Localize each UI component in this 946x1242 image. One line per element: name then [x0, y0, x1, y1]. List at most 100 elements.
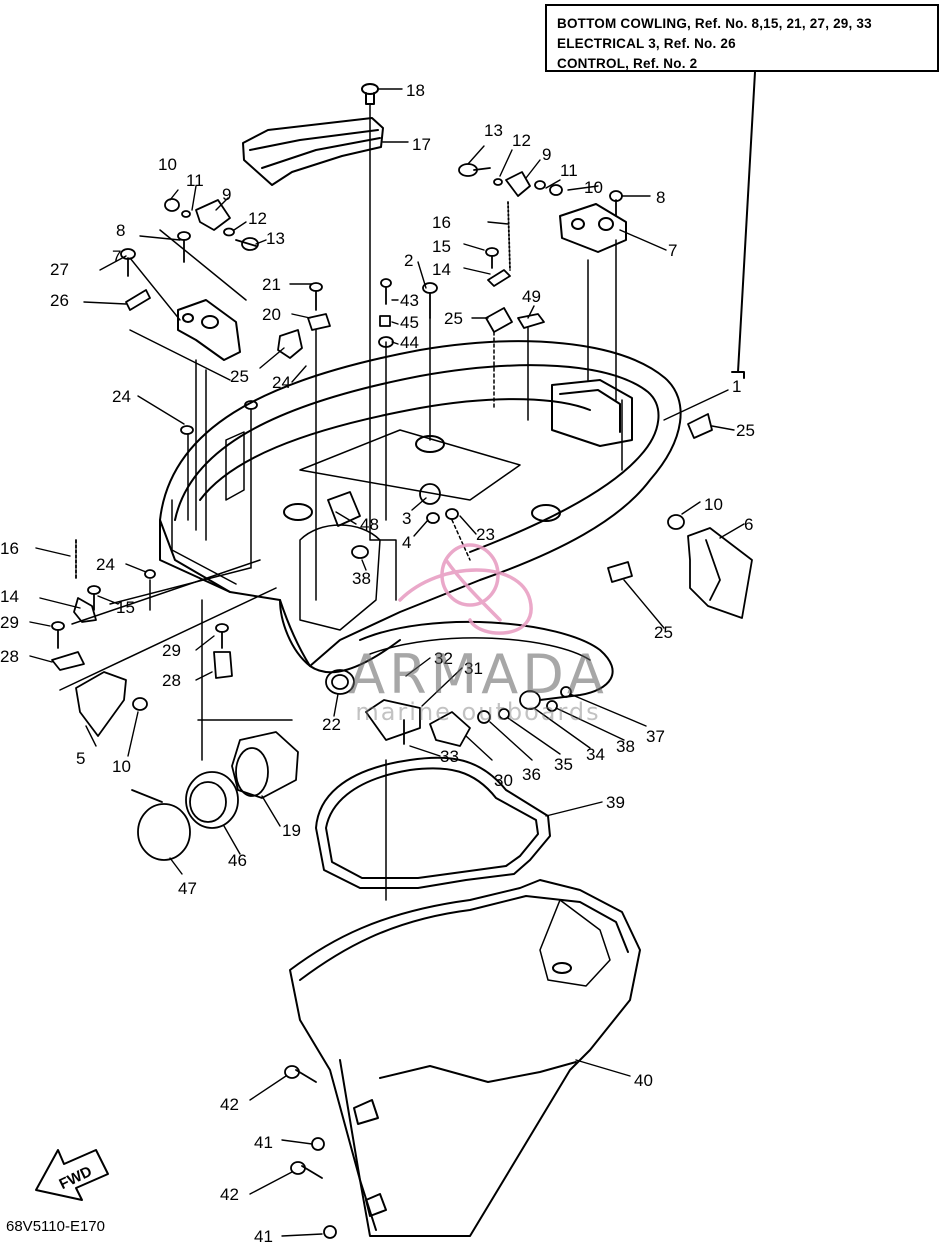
small-fasteners [120, 163, 623, 559]
callout-15: 15 [116, 598, 135, 617]
cover-fasteners [284, 1065, 337, 1239]
callout-13: 13 [266, 229, 285, 248]
reference-line-3: CONTROL, Ref. No. 2 [557, 56, 698, 71]
callout-7: 7 [112, 247, 121, 266]
callout-33: 33 [440, 747, 459, 766]
watermark-logo [398, 543, 533, 635]
callout-29: 29 [162, 641, 181, 660]
callout-23: 23 [476, 525, 495, 544]
lower-left-parts [131, 719, 299, 861]
callout-10: 10 [158, 155, 177, 174]
cowling-seal-39 [315, 756, 551, 889]
callout-22: 22 [322, 715, 341, 734]
callout-28: 28 [0, 647, 19, 666]
bottom-cowling-body [159, 340, 682, 674]
watermark-tagline: marine outboards [355, 698, 601, 726]
callout-41: 41 [254, 1133, 273, 1152]
callout-46: 46 [228, 851, 247, 870]
callout-42: 42 [220, 1185, 239, 1204]
hose-loop-inner [369, 637, 591, 661]
callout-8: 8 [116, 221, 125, 240]
callout-9: 9 [222, 185, 231, 204]
callout-41: 41 [254, 1227, 273, 1242]
callout-38: 38 [616, 737, 635, 756]
callout-24: 24 [272, 373, 291, 392]
callout-15: 15 [432, 237, 451, 256]
callout-5: 5 [76, 749, 85, 768]
fitting-parts [325, 669, 572, 747]
left-side-parts [51, 539, 277, 737]
callout-40: 40 [634, 1071, 653, 1090]
callout-leaders [29, 88, 745, 1237]
callout-14: 14 [0, 587, 19, 606]
callout-47: 47 [178, 879, 197, 898]
callout-21: 21 [262, 275, 281, 294]
fwd-arrow-icon [35, 1149, 109, 1201]
callout-18: 18 [406, 81, 425, 100]
callout-25: 25 [230, 367, 249, 386]
callout-6: 6 [744, 515, 753, 534]
hose-loop [359, 620, 614, 701]
top-seal-strip [242, 117, 384, 186]
callout-34: 34 [586, 745, 605, 764]
callout-32: 32 [434, 649, 453, 668]
callout-43: 43 [400, 291, 419, 310]
callout-3: 3 [402, 509, 411, 528]
watermark-brand: ARMADA [348, 643, 608, 706]
callout-16: 16 [0, 539, 19, 558]
reference-line-1: BOTTOM COWLING, Ref. No. 8,15, 21, 27, 2… [557, 16, 872, 31]
diagram-code: 68V5110-E170 [6, 1218, 105, 1235]
callout-2: 2 [404, 251, 413, 270]
callout-28: 28 [162, 671, 181, 690]
callout-24: 24 [112, 387, 131, 406]
callout-39: 39 [606, 793, 625, 812]
callout-11: 11 [560, 161, 578, 180]
callout-31: 31 [464, 659, 483, 678]
callout-24: 24 [96, 555, 115, 574]
callout-25: 25 [654, 623, 673, 642]
lower-cover-40 [289, 879, 641, 1237]
callout-29: 29 [0, 613, 19, 632]
callout-42: 42 [220, 1095, 239, 1114]
callout-16: 16 [432, 213, 451, 232]
right-side-parts [607, 413, 753, 619]
screw-18-centerline [369, 103, 397, 601]
callout-45: 45 [400, 313, 419, 332]
callout-30: 30 [494, 771, 513, 790]
callout-4: 4 [402, 533, 411, 552]
reference-leader-line [731, 71, 756, 379]
callout-38: 38 [352, 569, 371, 588]
callout-7: 7 [668, 241, 677, 260]
callout-35: 35 [554, 755, 573, 774]
hinge-bracket-left [177, 299, 241, 361]
callout-37: 37 [646, 727, 665, 746]
callout-12: 12 [248, 209, 267, 228]
screw-18 [361, 83, 379, 105]
callout-49: 49 [522, 287, 541, 306]
callout-19: 19 [282, 821, 301, 840]
callout-13: 13 [484, 121, 503, 140]
callout-26: 26 [50, 291, 69, 310]
callout-10: 10 [112, 757, 131, 776]
hinge-bracket-right [559, 203, 627, 253]
callout-44: 44 [400, 333, 419, 352]
watermark: ARMADA marine outboards [318, 643, 638, 727]
callout-48: 48 [360, 515, 379, 534]
callout-25: 25 [444, 309, 463, 328]
callout-27: 27 [50, 260, 69, 279]
callout-10: 10 [704, 495, 723, 514]
callout-14: 14 [432, 260, 451, 279]
callout-1: 1 [732, 377, 741, 396]
reference-box: BOTTOM COWLING, Ref. No. 8,15, 21, 27, 2… [545, 4, 939, 72]
callout-20: 20 [262, 305, 281, 324]
callout-9: 9 [542, 145, 551, 164]
guide-lines [129, 229, 623, 901]
reference-line-2: ELECTRICAL 3, Ref. No. 26 [557, 36, 736, 51]
callout-11: 11 [186, 171, 204, 190]
callout-12: 12 [512, 131, 531, 150]
callout-17: 17 [412, 135, 431, 154]
callout-10: 10 [584, 178, 603, 197]
